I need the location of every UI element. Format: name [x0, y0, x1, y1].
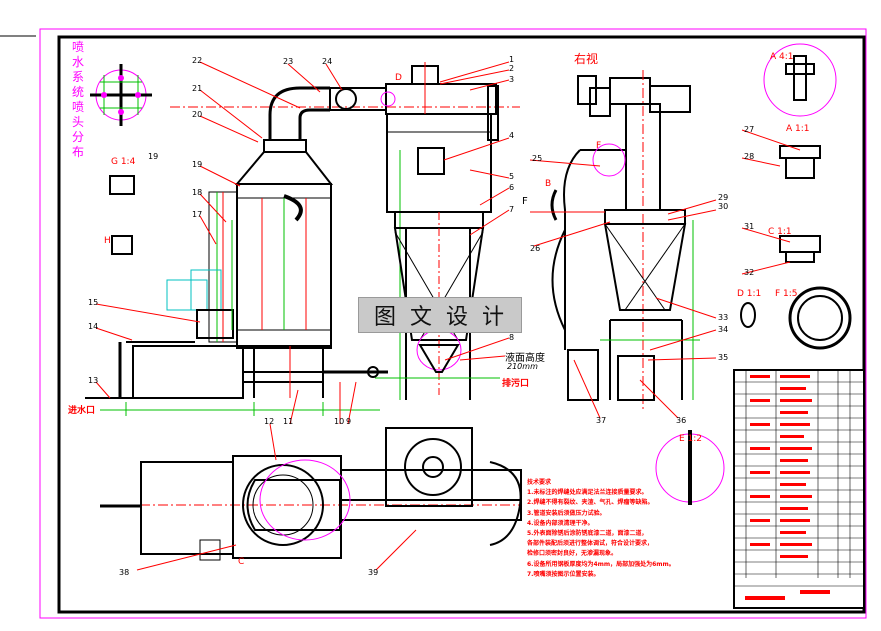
- part-number: 21: [192, 84, 203, 93]
- tech-requirement-line: 5.外表面除锈后涂防锈底漆二道，面漆二道，: [527, 530, 648, 538]
- part-number: 15: [88, 298, 99, 307]
- tech-requirement-line: 各部件装配后须进行整体调试，符合设计要求，: [527, 540, 654, 548]
- part-number: 10: [334, 417, 345, 426]
- section-mark-b: B: [545, 179, 552, 189]
- part-number: 12: [264, 417, 275, 426]
- part-number: 35: [718, 353, 729, 362]
- part-number: 29: [718, 193, 729, 202]
- part-number: 17: [192, 210, 203, 219]
- part-number: 38: [119, 568, 130, 577]
- view-label-f: F 1:5: [775, 289, 798, 299]
- plan-view: [100, 427, 522, 561]
- part-number: 25: [532, 154, 543, 163]
- part-number: 14: [88, 322, 99, 331]
- part-number: 8: [509, 333, 515, 342]
- part-number: 33: [718, 313, 729, 322]
- part-number: 22: [192, 56, 203, 65]
- tech-requirement-line: 7.喷嘴须按图示位置安装。: [527, 570, 600, 578]
- view-label-h: H: [104, 236, 111, 246]
- right-view-title: 右视: [574, 52, 599, 66]
- tech-requirement-line: 6.设备所用钢板厚度均为4mm，局部加强处为6mm。: [527, 560, 675, 568]
- drawing-frame: [57, 35, 866, 614]
- section-mark-f: F: [596, 141, 602, 151]
- tech-requirement-line: 2.焊缝不得有裂纹、夹渣、气孔、焊瘤等缺陷。: [527, 499, 654, 507]
- part-number: 37: [596, 416, 607, 425]
- part-number: 18: [192, 188, 203, 197]
- part-number: 34: [718, 325, 729, 334]
- section-mark-d: D: [395, 73, 402, 83]
- part-number: 31: [744, 222, 755, 231]
- front-view: [85, 83, 520, 416]
- inlet-label: 进水口: [68, 406, 96, 416]
- tech-requirement-line: 4.设备内部须清理干净。: [527, 519, 594, 527]
- view-label-e: E 1:2: [679, 434, 703, 444]
- flow-arrow-label: F: [522, 196, 528, 207]
- outlet-label: 排污口: [502, 379, 530, 389]
- part-number: 30: [718, 202, 729, 211]
- part-number: 7: [509, 205, 515, 214]
- view-label-c: C 1:1: [768, 227, 792, 237]
- tech-requirement-line: 1.未标注的焊缝处应满足法兰连接质量要求。: [527, 489, 648, 497]
- tech-requirements: 技术要求 1.未标注的焊缝处应满足法兰连接质量要求。 2.焊缝不得有裂纹、夹渣、…: [527, 478, 727, 580]
- view-label-g: G 1:4: [111, 157, 136, 167]
- tech-requirement-line: 检修口须密封良好，无渗漏现象。: [527, 550, 618, 558]
- view-label-d: D 1:1: [737, 289, 762, 299]
- part-number: 26: [530, 244, 541, 253]
- leader-lines: [95, 61, 801, 571]
- tech-requirement-line: 3.管道安装后须做压力试验。: [527, 509, 606, 517]
- part-number: 24: [322, 57, 333, 66]
- part-number: 20: [192, 110, 203, 119]
- tech-requirements-title: 技术要求: [527, 479, 552, 486]
- part-number: 28: [744, 152, 755, 161]
- nozzle-layout-diagram: [90, 64, 152, 126]
- section-mark-c: C: [238, 557, 245, 567]
- part-number: 9: [346, 417, 352, 426]
- title-block: [733, 369, 865, 609]
- liquid-level-label: 液面高度: [505, 353, 545, 364]
- part-number: 39: [368, 568, 379, 577]
- part-number: 6: [509, 183, 515, 192]
- part-number: 11: [283, 417, 294, 426]
- watermark: 图文设计: [358, 297, 522, 333]
- part-number: 2: [509, 64, 515, 73]
- part-number: 19: [148, 152, 159, 161]
- sheet-border: [39, 28, 867, 619]
- liquid-level-value: 210mm: [507, 362, 538, 371]
- part-number: 4: [509, 131, 515, 140]
- view-label-a2: A 1:1: [786, 124, 810, 134]
- part-number: 23: [283, 57, 294, 66]
- detail-views: [109, 43, 852, 505]
- part-number: 19: [192, 160, 203, 169]
- part-number: 1: [509, 55, 515, 64]
- part-number: 36: [676, 416, 687, 425]
- part-number: 32: [744, 268, 755, 277]
- part-number: 3: [509, 75, 515, 84]
- nozzle-layout-title: 喷水系统喷头分布: [72, 40, 85, 159]
- separator-column: [375, 62, 500, 400]
- view-label-a: A 4:1: [770, 52, 794, 62]
- part-number: 13: [88, 376, 99, 385]
- part-number: 27: [744, 125, 755, 134]
- part-number: 5: [509, 172, 515, 181]
